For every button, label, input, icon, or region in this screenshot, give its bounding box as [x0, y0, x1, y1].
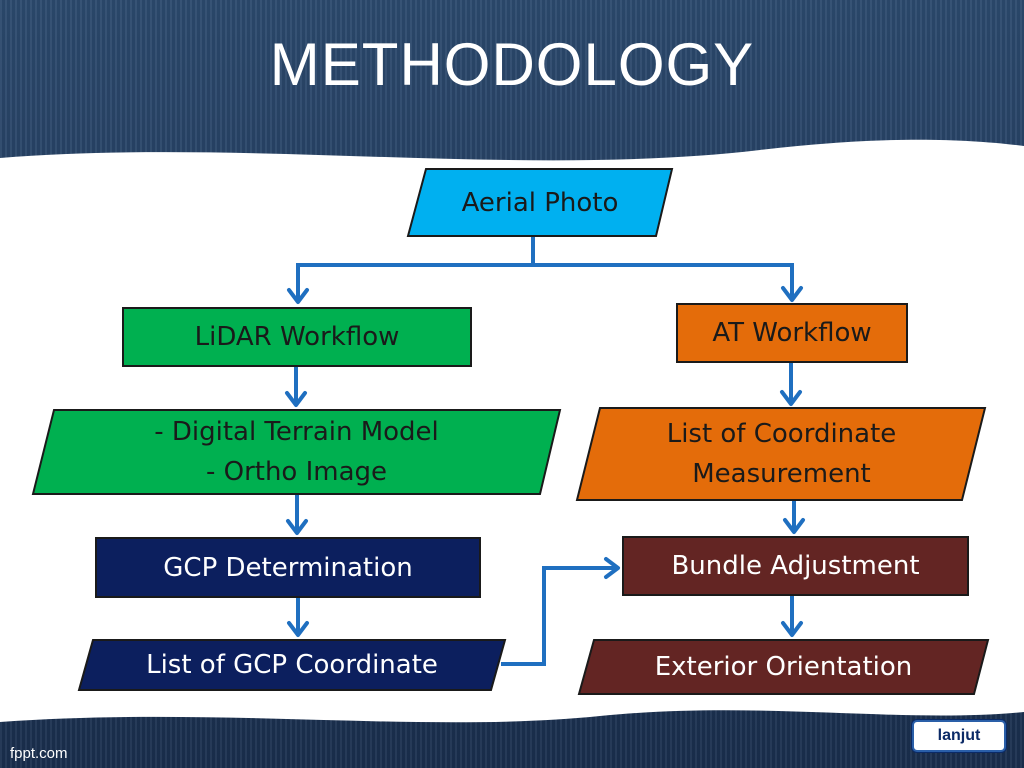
bundle-adjustment-node: Bundle Adjustment [622, 536, 969, 596]
at-workflow-label: AT Workflow [712, 318, 872, 348]
next-button[interactable]: lanjut [912, 720, 1006, 752]
footer-brand: fppt.com [10, 745, 68, 762]
arrowhead-gcplist [287, 621, 309, 637]
exterior-orientation-shape [577, 639, 990, 695]
gcp-determination-label: GCP Determination [163, 552, 413, 583]
aerial-photo-node: Aerial Photo [415, 169, 665, 236]
exterior-orientation-label: Exterior Orientation [654, 652, 913, 682]
arrowhead-coord [780, 390, 802, 406]
coordinate-measurement-label-2: Measurement [692, 459, 871, 489]
bundle-adjustment-label: Bundle Adjustment [671, 551, 920, 581]
arrowhead-lidar [287, 288, 309, 304]
lidar-workflow-label: LiDAR Workflow [194, 322, 400, 352]
gcp-coordinate-shape [77, 639, 507, 691]
dtm-ortho-node: - Digital Terrain Model - Ortho Image [43, 410, 550, 494]
dtm-ortho-shape [31, 409, 562, 495]
arrowhead-bundle-left [604, 557, 620, 579]
arrowhead-at [781, 286, 803, 302]
page-title: METHODOLOGY [269, 31, 755, 98]
ortho-image-label: - Ortho Image [205, 457, 388, 487]
coordinate-measurement-label-1: List of Coordinate [666, 419, 897, 449]
lidar-workflow-node: LiDAR Workflow [122, 307, 472, 367]
connector-gcplist-bundle [501, 566, 616, 666]
aerial-photo-shape [406, 168, 674, 237]
connector-aerial-split [296, 236, 794, 267]
coordinate-measurement-node: List of Coordinate Measurement [590, 408, 973, 500]
arrowhead-gcpdet [286, 519, 308, 535]
aerial-photo-label: Aerial Photo [461, 187, 619, 218]
coordinate-measurement-shape [575, 407, 987, 501]
at-workflow-node: AT Workflow [676, 303, 908, 363]
gcp-coordinate-label: List of GCP Coordinate [146, 650, 438, 680]
arrowhead-bundle-top [783, 518, 805, 534]
gcp-coordinate-node: List of GCP Coordinate [86, 640, 498, 690]
gcp-determination-node: GCP Determination [95, 537, 481, 598]
arrowhead-dtm [285, 391, 307, 407]
arrowhead-exterior [781, 621, 803, 637]
exterior-orientation-node: Exterior Orientation [586, 640, 981, 694]
dtm-label: - Digital Terrain Model [154, 417, 439, 447]
